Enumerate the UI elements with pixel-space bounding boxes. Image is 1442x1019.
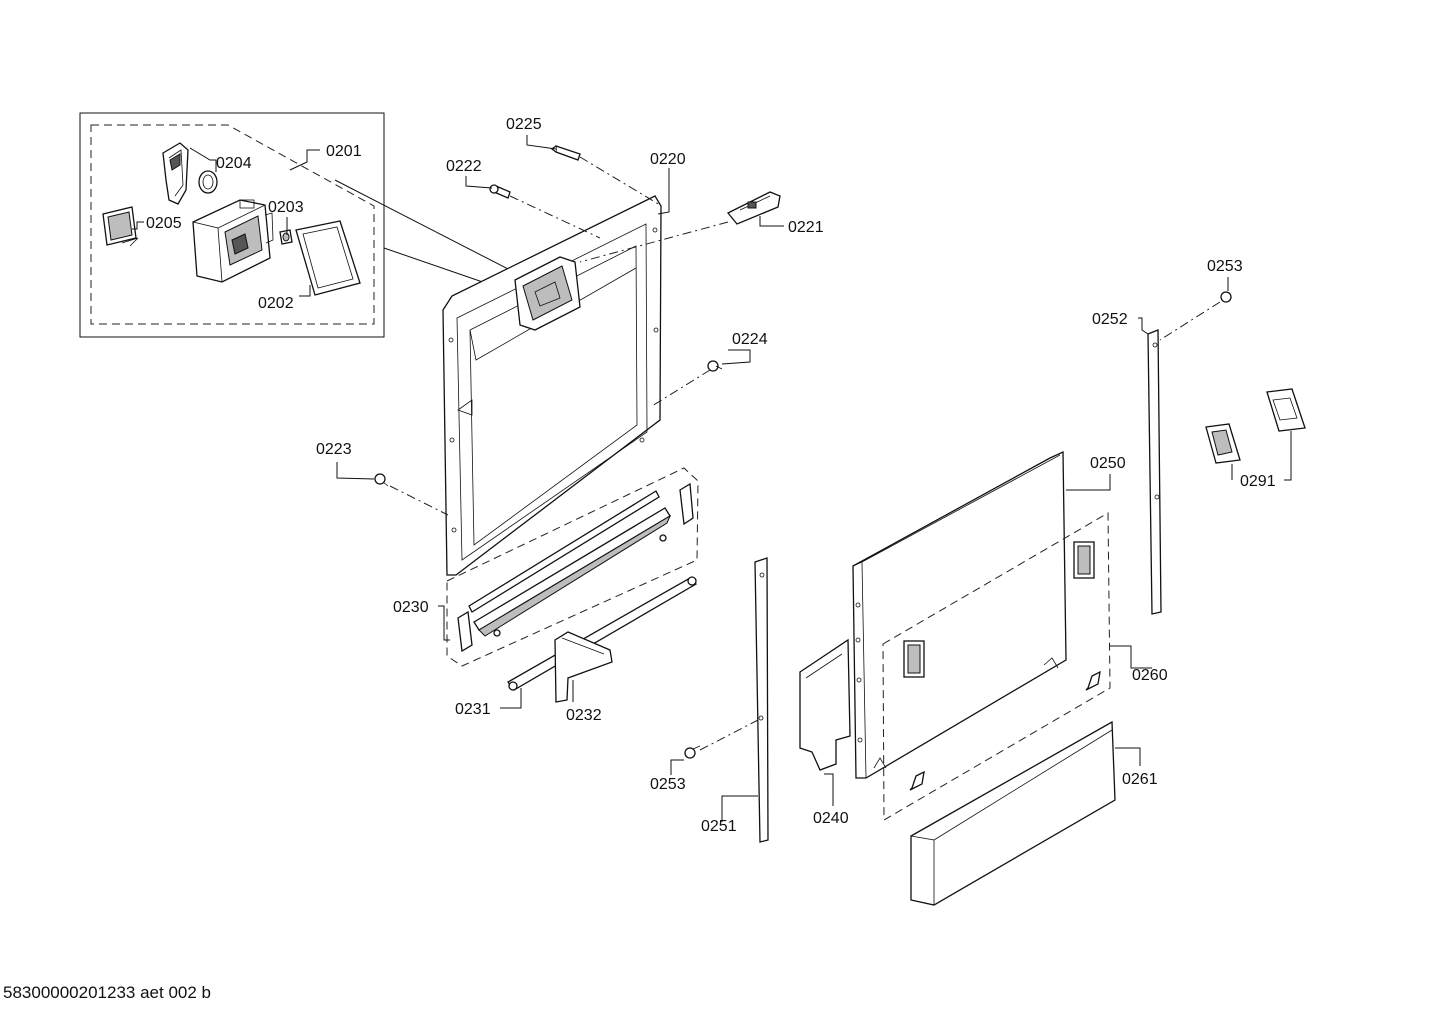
- part-0205-plate: [102, 206, 139, 247]
- label-0224: 0224: [732, 331, 768, 348]
- label-0231: 0231: [455, 701, 491, 718]
- part-0204-seal-ring: [198, 170, 218, 194]
- part-0220-inner-door: [442, 195, 662, 576]
- label-0222: 0222: [446, 158, 482, 175]
- axis-line-0221: [579, 221, 729, 263]
- label-0251: 0251: [701, 818, 737, 835]
- axis-line-0225: [579, 156, 661, 206]
- label-0205: 0205: [146, 215, 182, 232]
- part-0225-screw: [550, 145, 581, 161]
- detail-inset: [79, 112, 511, 338]
- label-0252: 0252: [1092, 311, 1128, 328]
- part-0221-connector: [726, 191, 781, 225]
- part-0291-clips: [1205, 388, 1306, 464]
- label-0223: 0223: [316, 441, 352, 458]
- part-labels: 0201 0204 0205 0203 0202 0225 0222 0220 …: [146, 116, 1276, 835]
- part-0261-kick-plate: [910, 720, 1116, 906]
- inset-leader-upper: [334, 179, 511, 271]
- part-dispenser-body: [192, 199, 274, 283]
- axis-line-0253-upper: [1159, 301, 1221, 341]
- label-0253-upper: 0253: [1207, 258, 1243, 275]
- label-0291: 0291: [1240, 473, 1276, 490]
- detail-inset-frame: [79, 112, 385, 338]
- part-0251-side-strip: [754, 557, 769, 843]
- label-0202: 0202: [258, 295, 294, 312]
- part-0224-screw: [707, 360, 723, 372]
- axis-line-0223: [389, 485, 449, 516]
- axis-line-0253-lower: [699, 719, 759, 751]
- label-0230: 0230: [393, 599, 429, 616]
- label-0240: 0240: [813, 810, 849, 827]
- label-0260: 0260: [1132, 667, 1168, 684]
- part-0203-knob: [279, 229, 293, 245]
- part-0230-rails: [457, 482, 694, 653]
- footer-diagram-code: 58300000201233 aet 002 b: [3, 983, 211, 1002]
- axis-line-0222: [509, 195, 601, 239]
- label-0201: 0201: [326, 143, 362, 160]
- part-0230-assembly-boundary: [446, 467, 699, 667]
- leader-lines: [132, 135, 1292, 822]
- label-0204: 0204: [216, 155, 252, 172]
- part-0240-insulation: [799, 638, 851, 771]
- part-0204-lid: [162, 142, 189, 205]
- part-0260-clips: [903, 541, 1101, 791]
- part-0223-screw: [374, 473, 389, 487]
- label-0203: 0203: [268, 199, 304, 216]
- label-0221: 0221: [788, 219, 824, 236]
- label-0250: 0250: [1090, 455, 1126, 472]
- label-0220: 0220: [650, 151, 686, 168]
- part-0232-bracket: [554, 631, 613, 703]
- part-0260-boundary: [882, 512, 1111, 821]
- label-0261: 0261: [1122, 771, 1158, 788]
- part-0250-outer-panel: [852, 450, 1067, 779]
- label-0232: 0232: [566, 707, 602, 724]
- part-0252-side-strip: [1147, 329, 1162, 615]
- part-0202-gasket: [295, 220, 361, 296]
- part-0253-screw-upper: [1220, 291, 1232, 303]
- part-0253-screw-lower: [684, 745, 701, 759]
- part-0222-screw: [489, 184, 511, 199]
- label-0253-lower: 0253: [650, 776, 686, 793]
- label-0225: 0225: [506, 116, 542, 133]
